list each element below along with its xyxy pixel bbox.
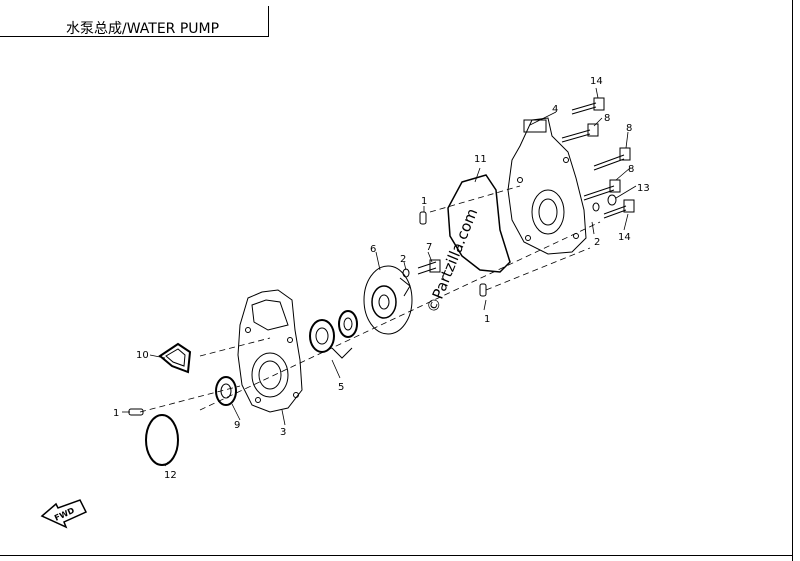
diagram-title: 水泵总成/WATER PUMP [66, 21, 220, 37]
assembly-axis [139, 185, 601, 413]
title-block: 水泵总成/WATER PUMP [0, 6, 269, 37]
callout-11: 11 [474, 154, 487, 165]
callout-3: 3 [280, 427, 286, 438]
seal-part-5 [309, 310, 358, 359]
o-ring-part-12 [145, 414, 179, 466]
gasket-part-11 [447, 174, 511, 273]
callout-1-upper: 1 [421, 196, 427, 207]
bolt-part-8-third [583, 179, 621, 201]
fwd-label: FWD [53, 506, 76, 523]
callout-14-bottom: 14 [618, 232, 631, 243]
bolt-part-7 [417, 259, 441, 275]
callout-1-lower: 1 [113, 408, 119, 419]
callout-8-second: 8 [626, 123, 632, 134]
gasket-part-10 [158, 342, 192, 374]
frame-border-bottom [0, 555, 793, 556]
callout-12: 12 [164, 470, 177, 481]
callout-5: 5 [338, 382, 344, 393]
bolt-part-14-bottom [603, 199, 635, 219]
impeller-part-6 [363, 265, 413, 335]
callout-14-top: 14 [590, 76, 603, 87]
pump-cover-part-3 [237, 289, 303, 413]
callout-6: 6 [370, 244, 376, 255]
dowel-pin-part-1-right [479, 283, 487, 297]
callout-8-third: 8 [628, 164, 634, 175]
bolt-part-8-second [593, 147, 631, 171]
bolt-part-13 [607, 194, 617, 206]
bolt-part-14-top [571, 97, 605, 115]
callout-2-left: 2 [400, 254, 406, 265]
leader-lines [122, 87, 637, 467]
bearing-part-9 [215, 376, 237, 406]
washer-part-2-left [402, 268, 410, 278]
fwd-arrow-icon [40, 499, 88, 529]
callout-7: 7 [426, 242, 432, 253]
callout-13: 13 [637, 183, 650, 194]
callout-9: 9 [234, 420, 240, 431]
callout-4: 4 [552, 104, 558, 115]
dowel-pin-part-1-upper [419, 211, 427, 225]
callout-2-right: 2 [594, 237, 600, 248]
callout-10: 10 [136, 350, 149, 361]
pump-housing-part-4 [507, 117, 587, 255]
bolt-part-8-first [561, 123, 599, 143]
callout-8-first: 8 [604, 113, 610, 124]
callout-1-right: 1 [484, 314, 490, 325]
frame-border-right [792, 0, 793, 561]
washer-part-2-right [592, 202, 600, 212]
